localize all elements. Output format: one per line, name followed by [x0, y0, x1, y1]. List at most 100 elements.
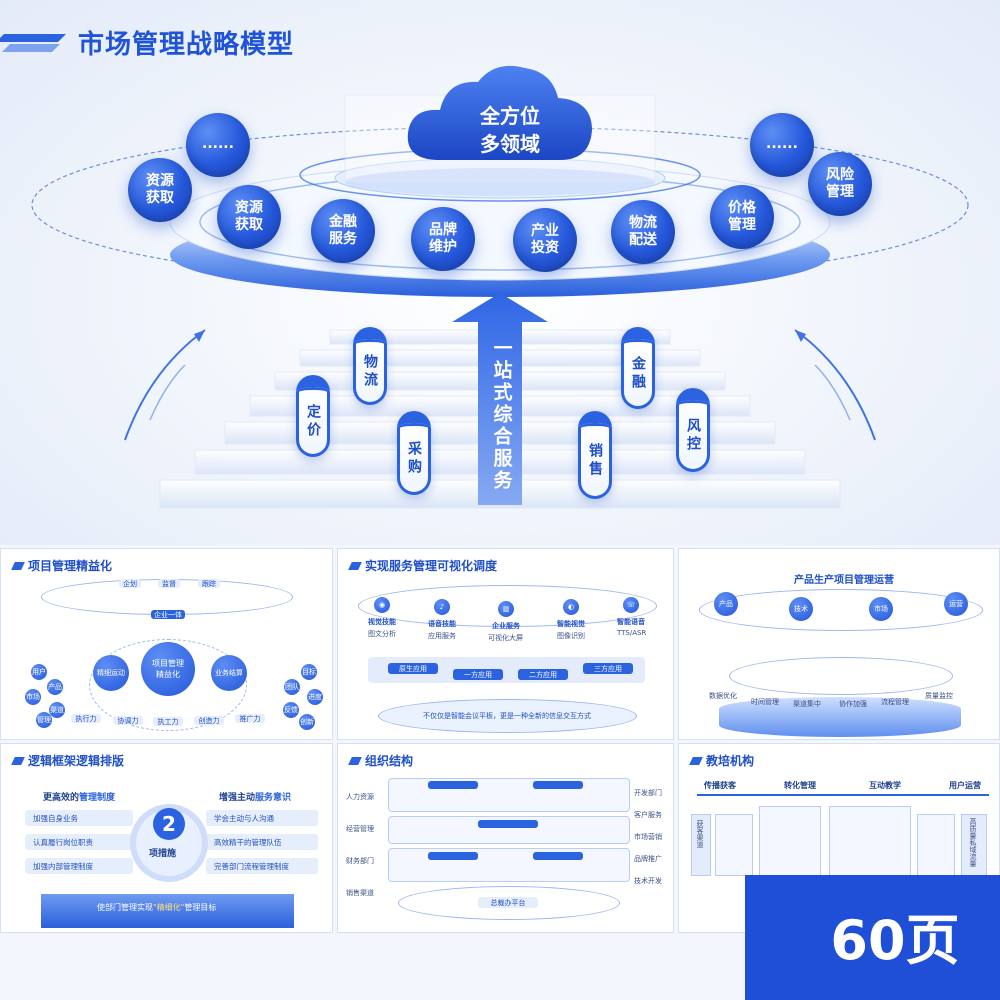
label: 图像识别 — [557, 631, 585, 641]
label: 智能语音 — [617, 617, 645, 627]
dot: 创新 — [299, 714, 315, 730]
circle-more-right: ...... — [750, 113, 814, 177]
label: 经营管理 — [346, 824, 374, 834]
dot: 目标 — [301, 664, 317, 680]
item: 质量监控 — [925, 691, 953, 701]
page-count-badge: 60页 — [800, 890, 990, 980]
thumb-title: 教培机构 — [706, 752, 754, 769]
pillar-finance: 金融 — [621, 327, 655, 409]
vision-icon: ◐ — [563, 599, 579, 615]
label: 视觉技能 — [368, 617, 396, 627]
footer-pre: 使部门管理实现 — [97, 903, 153, 912]
footer: 不仅仅是智能会议平板，更是一种全新的信息交互方式 — [423, 711, 591, 721]
node: 产品 — [714, 592, 738, 616]
cloud-label: 全方位 多领域 — [440, 102, 580, 158]
circle-logistics: 物流 配送 — [611, 200, 675, 264]
thumb-title: 逻辑框架逻辑排版 — [28, 752, 124, 769]
item: 协作加强 — [839, 699, 867, 709]
dot: 渠道 — [49, 702, 65, 718]
label: 人力资源 — [346, 792, 374, 802]
label: 销售渠道 — [346, 888, 374, 898]
center-number: 2 — [153, 808, 185, 840]
right-item: 高效精干的管理队伍 — [206, 834, 318, 850]
thumb-production[interactable]: 产品生产项目管理运营 产品 技术 市场 运营 数据优化 时间管理 渠道集中 协作… — [678, 548, 1000, 740]
left-item: 认真履行岗位职责 — [25, 834, 133, 850]
circle-resource-acquire-outer: 资源 获取 — [128, 158, 192, 222]
node: 市场 — [869, 597, 893, 621]
dot: 进度 — [307, 689, 323, 705]
footer-chip: 总裁办平台 — [478, 897, 538, 908]
left-label: 获客渠道 — [695, 820, 705, 848]
node: 运营 — [944, 592, 968, 616]
chip: 监督 — [158, 579, 180, 588]
pillar-sales: 销售 — [578, 411, 612, 499]
label: 企业服务 — [492, 621, 520, 631]
voice-icon: ♪ — [434, 599, 450, 615]
left-head: 更高效的 — [43, 793, 79, 803]
left-item: 加强自身业务 — [25, 810, 133, 826]
right-item: 学会主动与人沟通 — [206, 810, 318, 826]
chip: 执行力 — [71, 714, 101, 723]
circle-risk-manage: 风险 管理 — [808, 152, 872, 216]
thumb-title: 项目管理精益化 — [28, 557, 112, 574]
dot: 反馈 — [283, 702, 299, 718]
header: 用户运营 — [949, 780, 981, 791]
chip: 协调力 — [113, 716, 143, 725]
right-label: 高质量私域流量 — [968, 818, 978, 867]
pillar-risk-control: 风控 — [676, 388, 710, 472]
hub-left: 精细运动 — [93, 655, 129, 691]
speech-icon: ☏ — [623, 597, 639, 613]
chip: 一方应用 — [453, 669, 503, 680]
center-label: 项措施 — [149, 846, 176, 859]
chip: 推广力 — [235, 714, 265, 723]
page-title: 市场管理战略模型 — [78, 24, 294, 61]
dot: 用户 — [31, 664, 47, 680]
hero-panel: 市场管理战略模型 全方位 多领域 ...... 资源 获取 资源 获取 金融 服… — [0, 0, 1000, 545]
pillar-purchase: 采购 — [397, 411, 431, 495]
label: TTS/ASR — [617, 629, 646, 637]
right-head-em: 服务意识 — [255, 793, 291, 803]
label: 可视化大屏 — [488, 633, 523, 643]
label: 语音技能 — [428, 619, 456, 629]
center-arrow-label: 一站式综合服务 — [484, 335, 520, 495]
left-head-em: 管理制度 — [79, 793, 115, 803]
right-item: 完善部门流程管理制度 — [206, 858, 318, 874]
item: 渠道集中 — [793, 699, 821, 709]
label: 智能视觉 — [557, 619, 585, 629]
label: 市场营销 — [634, 832, 662, 842]
pillar-logistics: 物流 — [353, 327, 387, 405]
thumb-service-visual[interactable]: 实现服务管理可视化调度 ◉ ♪ ▥ ◐ ☏ 视觉技能 语音技能 企业服务 智能视… — [337, 548, 674, 740]
thumb-project-lean[interactable]: 项目管理精益化 企划 监督 跟踪 企业一体 项目管理 精益化 精细运动 业务结算… — [0, 548, 333, 740]
chip: 企业一体 — [151, 610, 185, 619]
label: 品牌推广 — [634, 854, 662, 864]
label: 图文分析 — [368, 629, 396, 639]
right-head: 增强主动 — [219, 793, 255, 803]
pillar-pricing: 定价 — [296, 375, 330, 457]
node: 技术 — [789, 597, 813, 621]
circle-industry-invest: 产业 投资 — [513, 208, 577, 272]
circle-more-left: ...... — [186, 113, 250, 177]
chip: 跟踪 — [198, 579, 220, 588]
thumb-title: 产品生产项目管理运营 — [794, 571, 894, 586]
thumb-org[interactable]: 组织结构 人力资源 经营管理 财务部门 销售渠道 开发部门 客户服务 市场营销 … — [337, 743, 674, 933]
header: 互动教学 — [869, 780, 901, 791]
item: 时间管理 — [751, 697, 779, 707]
thumb-logic[interactable]: 逻辑框架逻辑排版 更高效的管理制度 增强主动服务意识 加强自身业务 认真履行岗位… — [0, 743, 333, 933]
thumb-title: 实现服务管理可视化调度 — [365, 557, 497, 574]
item: 数据优化 — [709, 691, 737, 701]
label: 应用服务 — [428, 631, 456, 641]
hub-right: 业务结算 — [211, 655, 247, 691]
chip: 三方应用 — [583, 663, 633, 674]
label: 客户服务 — [634, 810, 662, 820]
eye-icon: ◉ — [374, 597, 390, 613]
circle-resource-acquire: 资源 获取 — [217, 185, 281, 249]
center-circle: 项目管理 精益化 — [141, 642, 195, 696]
footer-em: "精细化" — [153, 903, 184, 912]
dot: 管理 — [36, 712, 52, 728]
dot: 市场 — [25, 689, 41, 705]
thumb-title: 组织结构 — [365, 752, 413, 769]
circle-brand-maintain: 品牌 维护 — [411, 207, 475, 271]
building-icon: ▥ — [498, 601, 514, 617]
header: 转化管理 — [784, 780, 816, 791]
label: 技术开发 — [634, 876, 662, 886]
